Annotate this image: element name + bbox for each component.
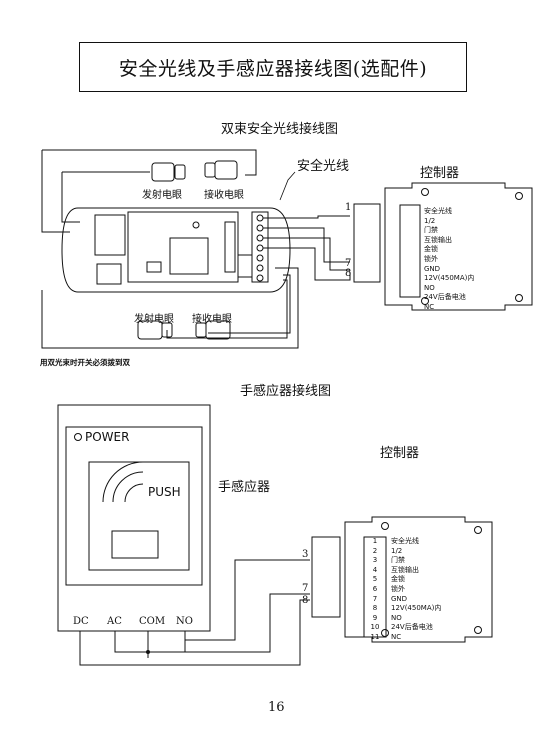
terminal-label: 门禁 [391,556,405,565]
emitter-bottom-label: 发射电眼 [134,314,174,325]
board-terminal-block [256,214,264,282]
terminal-label: GND [424,264,441,273]
page-number: 16 [268,700,285,715]
pin-label: DC [73,616,89,627]
terminal-label: 12V(450MA)内 [391,604,442,613]
wire-number: 7 [345,258,352,269]
controller-2-terminal-list: 安全光线 1/2 门禁 互锁输出 金锁 锁外 GND 12V(450MA)内 N… [391,537,441,643]
terminal-label: 12V(450MA)内 [424,274,475,283]
dual-beam-note: 用双光束时开关必须拨到双 [40,358,130,367]
wire-number: 7 [302,583,309,594]
terminal-label: NO [424,283,435,292]
page-title: 安全光线及手感应器接线图(选配件) [79,42,467,92]
terminal-number: 4 [372,565,378,574]
wire-number: 8 [302,595,309,606]
power-label: POWER [85,430,130,444]
receiver-top-label: 接收电眼 [204,190,244,201]
pin-label: COM [139,616,166,627]
terminal-label: NC [391,632,402,641]
terminal-label: 门禁 [424,226,438,235]
terminal-label: 24V后备电池 [391,623,433,632]
wire-number: 1 [345,202,352,213]
receiver-eye-bottom [195,320,231,340]
wire-number: 3 [302,549,309,560]
controller-2-label: 控制器 [380,446,420,461]
push-label: PUSH [148,485,181,499]
receiver-eye-top [204,160,238,180]
section-1-heading: 双束安全光线接线图 [221,122,339,137]
terminal-number: 9 [372,613,378,622]
controller-1 [353,182,533,311]
controller-1-terminal-list: 安全光线 1/2 门禁 互锁输出 金锁 锁外 GND 12V(450MA)内 N… [424,207,474,313]
terminal-label: 24V后备电池 [424,293,466,302]
terminal-label: 金锁 [424,245,438,254]
terminal-label: 互锁输出 [424,235,452,244]
terminal-number: 5 [372,575,378,584]
terminal-number: 6 [372,584,378,593]
pin-label: NO [176,616,193,627]
terminal-number: 3 [372,556,378,565]
emitter-eye-top [151,162,186,182]
terminal-number: 8 [372,604,378,613]
terminal-label: 1/2 [424,216,436,225]
terminal-label: NO [391,613,402,622]
emitter-top-label: 发射电眼 [142,190,182,201]
terminal-number: 10 [370,623,380,632]
terminal-label: GND [391,594,408,603]
terminal-number: 2 [372,546,378,555]
controller-1-label: 控制器 [420,166,460,181]
controller-2 [311,516,493,643]
terminal-number: 7 [372,594,378,603]
hand-sensor-device [57,404,211,632]
terminal-label: 安全光线 [391,537,419,545]
sensor-board [61,207,291,293]
terminal-label: 金锁 [391,575,405,584]
controller-2-terminal-numbers: 1 2 3 4 5 6 7 8 9 10 11 [368,537,382,643]
hand-sensor-label: 手感应器 [218,480,271,495]
section-2-heading: 手感应器接线图 [240,384,332,399]
terminal-number: 1 [372,537,378,545]
terminal-label: 锁外 [424,254,438,263]
terminal-label: 互锁输出 [391,565,419,574]
safety-beam-label: 安全光线 [297,159,350,174]
terminal-number: 11 [370,632,380,641]
receiver-bottom-label: 接收电眼 [192,314,232,325]
wire-number: 8 [345,268,352,279]
pin-label: AC [107,616,122,627]
emitter-eye-bottom [137,320,173,340]
terminal-label: 安全光线 [424,207,452,215]
terminal-label: 1/2 [391,546,403,555]
terminal-label: 锁外 [391,584,405,593]
terminal-label: NC [424,302,435,311]
